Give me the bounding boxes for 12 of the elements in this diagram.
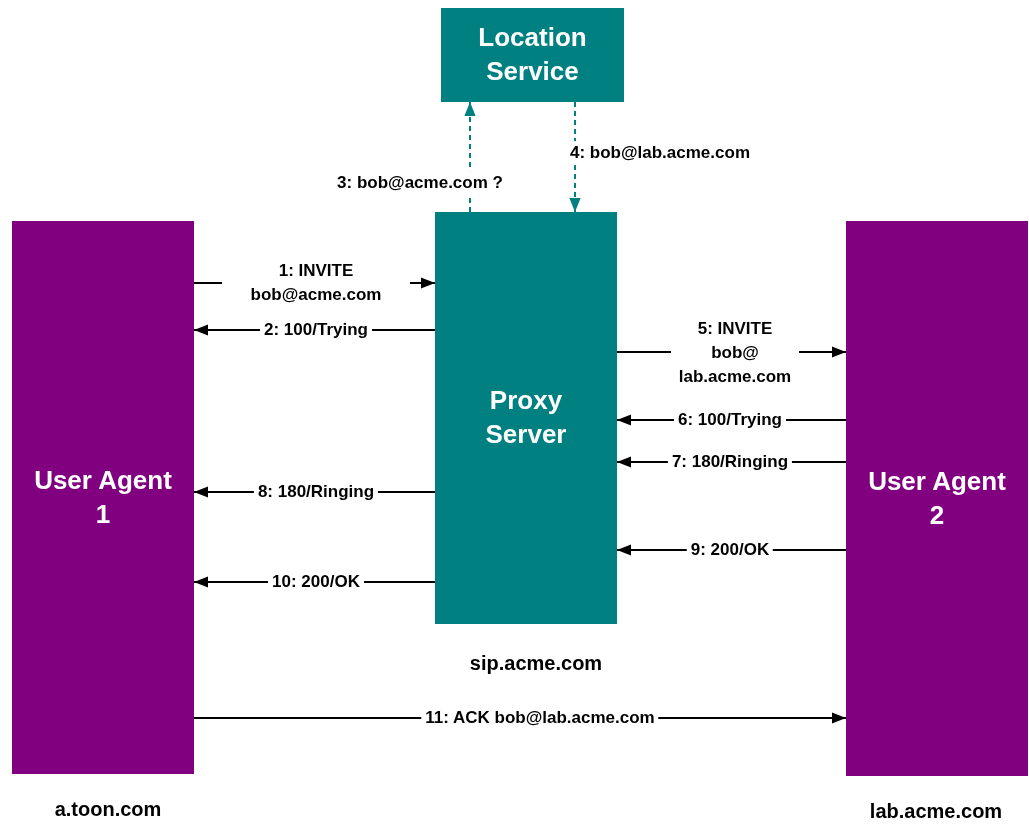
node-title: User Agent 1: [33, 463, 173, 531]
node-title: User Agent 2: [867, 464, 1007, 532]
arrow: [569, 101, 581, 213]
node-title: Proxy Server: [484, 384, 568, 451]
host-name-label: a.toon.com: [54, 798, 162, 821]
agent-box: [846, 221, 1028, 776]
service-box: [441, 8, 624, 102]
agent-box: [12, 221, 194, 774]
host-name-label: lab.acme.com: [869, 800, 1003, 823]
host-name-label: sip.acme.com: [469, 652, 603, 675]
node-title: Location Service: [477, 21, 588, 88]
server-box: [435, 212, 617, 624]
